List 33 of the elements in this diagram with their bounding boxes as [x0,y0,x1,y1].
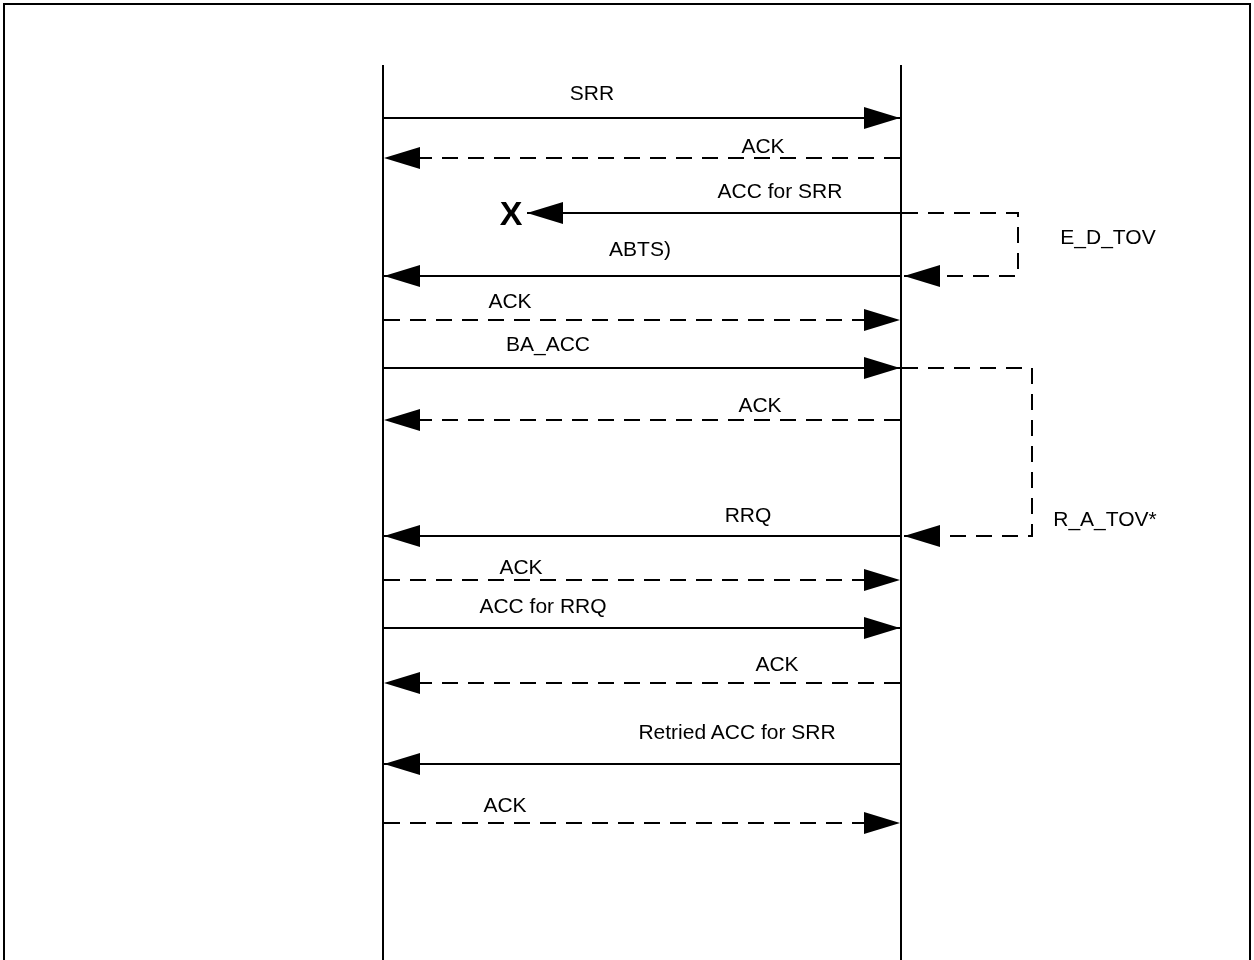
edge-label: ACK [738,393,782,415]
edge-label: ACK [483,793,527,815]
timer-arrow [901,212,1019,287]
message-arrow [383,672,901,694]
lifeline [382,65,384,960]
lost-message-mark: X [499,196,523,230]
message-arrow [383,409,901,431]
timer-label: E_D_TOV [1060,225,1156,247]
message-arrow [526,202,901,224]
message-arrow [383,569,901,591]
edge-label: ACK [488,289,532,311]
lifeline [900,65,902,960]
message-arrow [383,309,901,331]
message-arrow [383,265,901,287]
message-arrow [383,107,901,129]
edge-label: Retried ACC for SRR [638,720,836,742]
edge-label: RRQ [724,503,772,525]
timer-arrow [901,367,1033,547]
message-arrow [383,753,901,775]
edge-label: ACK [741,134,785,156]
edge-label: ACK [499,555,543,577]
edge-label: ACC for RRQ [479,594,607,616]
timer-label: R_A_TOV* [1053,507,1157,529]
message-arrow [383,147,901,169]
message-arrow [383,617,901,639]
edge-label: SRR [569,81,615,103]
message-arrow [383,812,901,834]
edge-label: ACK [755,652,799,674]
edge-label: ABTS) [609,237,671,259]
message-arrow [383,357,901,379]
edge-label: ACC for SRR [717,179,843,201]
message-arrow [383,525,901,547]
edge-label: BA_ACC [506,332,590,354]
